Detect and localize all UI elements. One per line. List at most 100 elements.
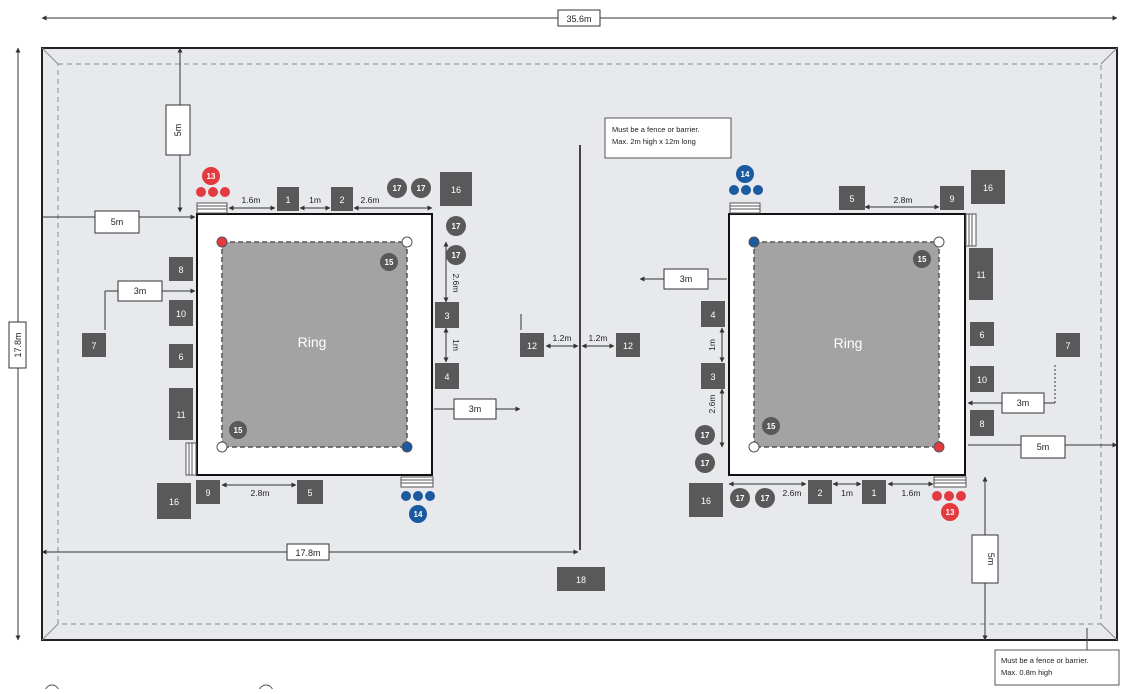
right-right-3m-label: 3m [1017, 398, 1030, 408]
svg-text:2.8m: 2.8m [894, 195, 913, 205]
right-blue-corner-group-14: 14 [729, 165, 763, 195]
svg-text:2.6m: 2.6m [783, 488, 802, 498]
left-marker-4 [435, 363, 459, 389]
svg-text:17: 17 [701, 431, 710, 440]
svg-text:1m: 1m [451, 339, 461, 351]
center-barrier-note-line2: Max. 2m high x 12m long [612, 137, 696, 146]
legend-circle-icon [44, 684, 60, 694]
svg-text:4: 4 [444, 372, 449, 382]
legend-circle-icon-2 [258, 684, 274, 694]
svg-text:13: 13 [207, 172, 216, 181]
left-marker-11 [169, 388, 193, 440]
center-barrier: Must be a fence or barrier. Max. 2m high… [41, 117, 732, 591]
svg-text:1: 1 [285, 195, 290, 205]
right-neutral-corner-post [933, 236, 945, 248]
left-steps-top [196, 202, 228, 214]
svg-text:14: 14 [414, 510, 423, 519]
svg-text:6: 6 [979, 330, 984, 340]
right-marker-7 [1056, 333, 1080, 357]
svg-text:9: 9 [205, 488, 210, 498]
right-marker-3 [701, 363, 725, 389]
left-blue-corner-group-14: 14 [401, 491, 435, 523]
left-marker-17c [446, 216, 466, 236]
svg-text:7: 7 [91, 341, 96, 351]
svg-text:2.6m: 2.6m [451, 274, 461, 293]
left-red-corner-group-13: 13 [196, 167, 230, 197]
left-marker-17d [446, 245, 466, 265]
right-red-corner-group-13: 13 [932, 491, 966, 521]
right-bottom-5m-label: 5m [986, 553, 996, 566]
svg-text:2: 2 [817, 488, 822, 498]
left-marker-7 [82, 333, 106, 357]
left-marker-12 [520, 333, 544, 357]
svg-text:1.2m: 1.2m [589, 333, 608, 343]
svg-text:16: 16 [701, 496, 711, 506]
svg-text:1m: 1m [841, 488, 853, 498]
svg-text:1.2m: 1.2m [553, 333, 572, 343]
right-marker-17d [755, 488, 775, 508]
marker-18 [557, 567, 605, 591]
right-red-corner-post [933, 441, 945, 453]
svg-text:1.6m: 1.6m [902, 488, 921, 498]
overall-width-dimension: 35.6m [41, 9, 1118, 27]
right-marker-17a [695, 425, 715, 445]
svg-text:2.8m: 2.8m [251, 488, 270, 498]
left-3m-label: 3m [134, 286, 147, 296]
right-ring-canvas [753, 241, 940, 448]
left-red-corner-post [216, 236, 228, 248]
left-marker-9 [196, 480, 220, 504]
svg-text:17: 17 [452, 222, 461, 231]
left-steps-bottom [400, 476, 434, 488]
svg-text:6: 6 [178, 352, 183, 362]
left-ring-canvas [221, 241, 408, 448]
svg-text:7: 7 [1065, 341, 1070, 351]
right-ring-label: Ring [834, 335, 863, 351]
right-ring-area: Ring 3m 3m 5m 5m [581, 165, 1118, 641]
svg-text:16: 16 [451, 185, 461, 195]
overall-height-label: 17.8m [13, 332, 23, 357]
left-marker-2 [331, 187, 353, 211]
svg-text:15: 15 [234, 426, 243, 435]
right-marker-15a [913, 250, 931, 268]
right-marker-1 [862, 480, 886, 504]
svg-text:11: 11 [176, 410, 185, 420]
right-marker-2 [808, 480, 832, 504]
right-marker-11 [969, 248, 993, 300]
left-marker-8 [169, 257, 193, 281]
svg-text:3: 3 [444, 311, 449, 321]
svg-text:8: 8 [979, 419, 984, 429]
right-steps-top [729, 202, 761, 214]
bottom-barrier-note-line1: Must be a fence or barrier. [1001, 656, 1089, 665]
svg-text:9: 9 [949, 194, 954, 204]
svg-text:15: 15 [767, 422, 776, 431]
left-marker-17b [411, 178, 431, 198]
right-blue-corner-post [748, 236, 760, 248]
left-marker-3 [435, 302, 459, 328]
svg-text:1m: 1m [309, 195, 321, 205]
left-marker-6 [169, 344, 193, 368]
svg-text:3: 3 [710, 372, 715, 382]
svg-text:17: 17 [701, 459, 710, 468]
right-marker-17b [695, 453, 715, 473]
right-steps-side [965, 213, 977, 247]
bottom-barrier-note-line2: Max. 0.8m high [1001, 668, 1052, 677]
right-marker-16b [689, 483, 723, 517]
svg-text:12: 12 [623, 341, 633, 351]
svg-text:2: 2 [339, 195, 344, 205]
overall-width-label: 35.6m [566, 14, 591, 24]
svg-text:1m: 1m [707, 339, 717, 351]
svg-text:13: 13 [946, 508, 955, 517]
svg-text:1.6m: 1.6m [242, 195, 261, 205]
left-ring-area: Ring 5m 5m 3m 3m [42, 47, 579, 523]
right-left-3m-label: 3m [680, 274, 693, 284]
bottom-barrier-note: Must be a fence or barrier. Max. 0.8m hi… [994, 628, 1120, 686]
svg-text:14: 14 [741, 170, 750, 179]
left-right-3m-label: 3m [469, 404, 482, 414]
overall-height-dimension: 17.8m [8, 47, 27, 641]
left-marker-15b [229, 421, 247, 439]
svg-text:17: 17 [452, 251, 461, 260]
right-side-5m-label: 5m [1037, 442, 1050, 452]
right-marker-4 [701, 301, 725, 327]
